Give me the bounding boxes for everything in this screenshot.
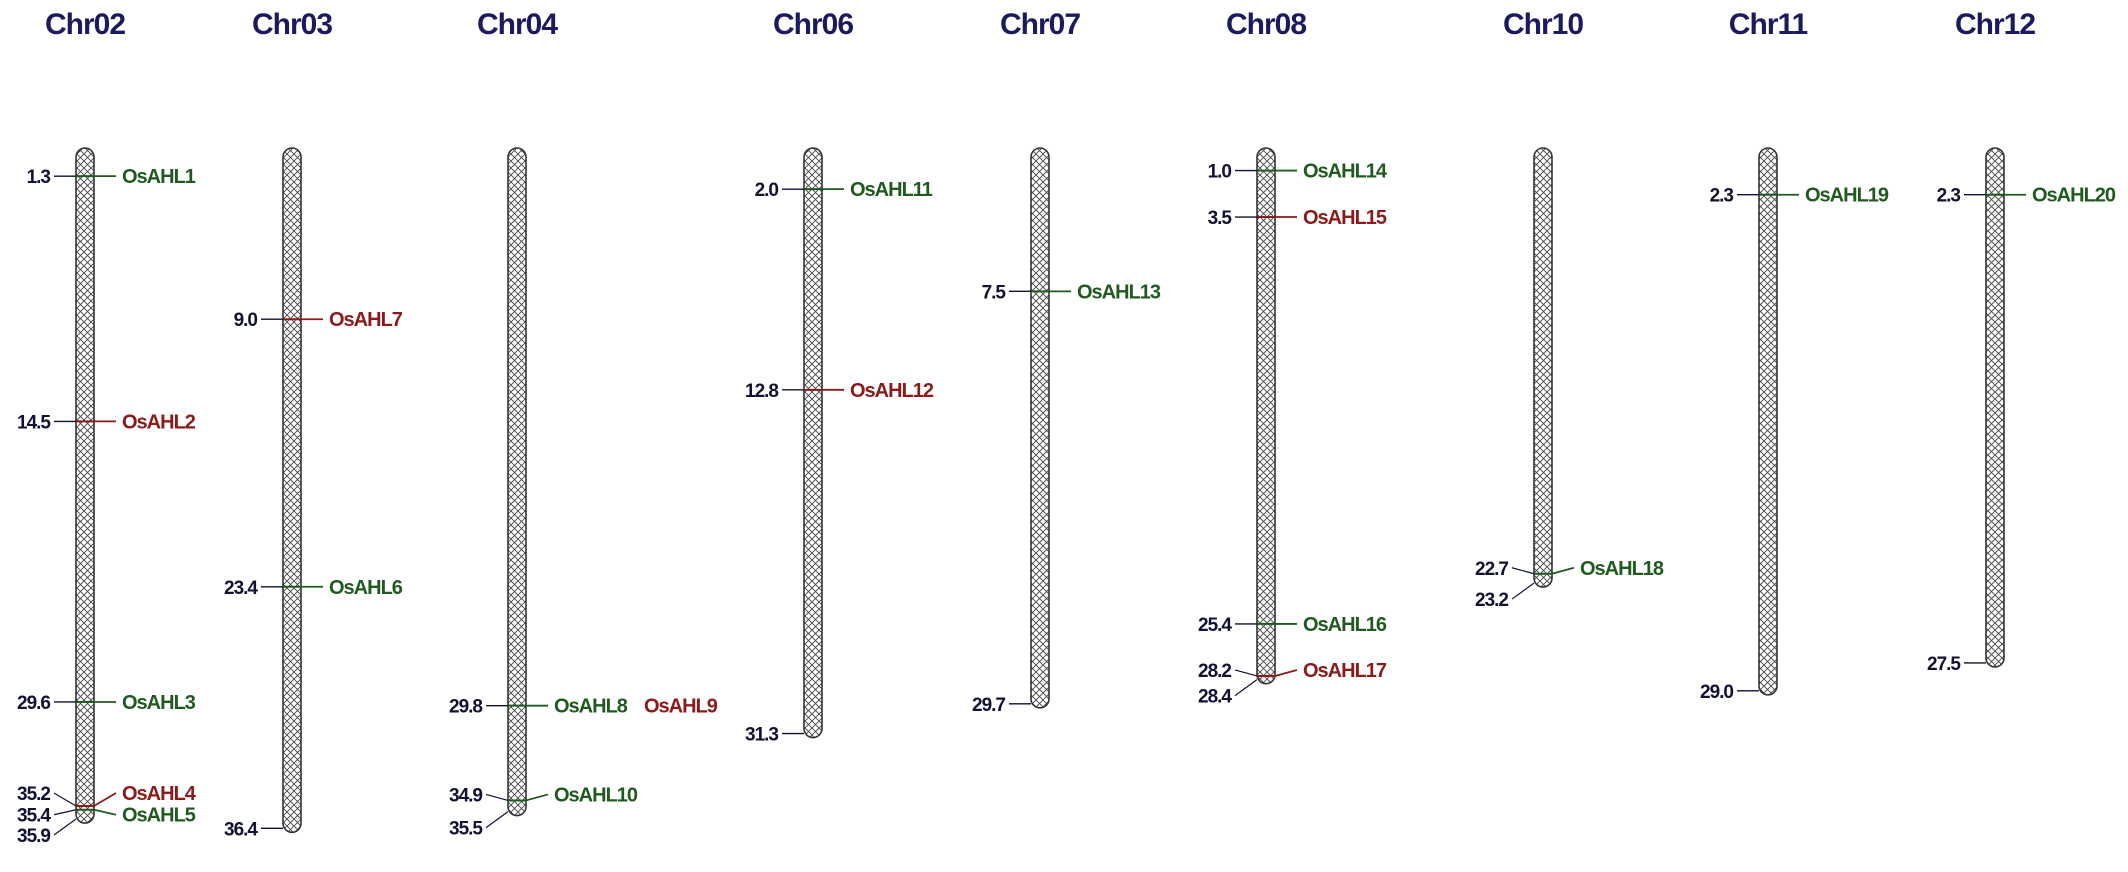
gene-label: OsAHL4 — [122, 783, 197, 805]
chromosome-title: Chr10 — [1503, 8, 1583, 41]
chromosome-bar — [507, 147, 527, 817]
gene-label: OsAHL9 — [644, 696, 718, 718]
gene-label: OsAHL12 — [850, 380, 934, 402]
chromosome-length-label: 28.4 — [1198, 687, 1232, 708]
chromosome-length-label: 35.9 — [17, 826, 50, 847]
chromosome-chr07: Chr07 29.7 7.5 OsAHL13 — [972, 8, 1162, 716]
length-tick — [485, 811, 509, 829]
gene-leader — [1274, 669, 1298, 677]
length-tick — [1234, 679, 1258, 697]
position-label: 9.0 — [234, 310, 258, 331]
chromosome-chr06: Chr06 31.3 2.0 OsAHL11 12.8 OsAHL12 — [745, 8, 935, 746]
position-tick — [53, 792, 77, 807]
chromosome-title: Chr02 — [45, 8, 125, 41]
chromosome-chr03: Chr03 36.4 9.0 OsAHL7 23.4 OsAHL6 — [224, 8, 404, 840]
chromosome-length-label: 29.7 — [972, 695, 1005, 716]
chromosome-bar — [75, 147, 95, 824]
chromosome-length-label: 35.5 — [449, 819, 483, 840]
position-label: 3.5 — [1208, 208, 1233, 229]
gene-label: OsAHL14 — [1303, 161, 1388, 183]
gene-label: OsAHL15 — [1303, 207, 1387, 229]
chromosome-title: Chr04 — [477, 8, 558, 41]
position-tick — [485, 793, 509, 802]
position-label: 2.3 — [1937, 186, 1961, 207]
position-label: 35.2 — [17, 784, 50, 805]
chromosome-length-label: 36.4 — [224, 819, 258, 840]
position-tick — [53, 809, 77, 816]
chromosome-length-label: 27.5 — [1927, 654, 1961, 675]
chromosome-title: Chr12 — [1955, 8, 2035, 41]
chromosome-title: Chr06 — [773, 8, 853, 41]
chromosome-chr08: Chr08 28.4 1.0 OsAHL14 3.5 OsAHL15 25.4 OsAHL16… — [1198, 8, 1389, 708]
chromosome-chr11: Chr11 29.0 2.3 OsAHL19 — [1700, 8, 1890, 703]
chromosome-title: Chr03 — [252, 8, 332, 41]
position-label: 25.4 — [1198, 615, 1232, 636]
length-tick — [53, 818, 77, 836]
gene-label: OsAHL16 — [1303, 614, 1387, 636]
chromosomes-layer: Chr02 35.9 1.3 OsAHL1 14.5 OsAHL2 29.6 OsAHL3 35… — [17, 8, 2117, 847]
chromosome-length-label: 23.2 — [1475, 590, 1508, 611]
chromosome-chr12: Chr12 27.5 2.3 OsAHL20 — [1927, 8, 2117, 675]
position-tick — [1511, 567, 1535, 575]
gene-label: OsAHL2 — [122, 411, 196, 433]
gene-label: OsAHL10 — [554, 784, 638, 806]
chromosome-bar — [1985, 147, 2005, 668]
chromosome-bar — [282, 147, 302, 834]
gene-leader — [1551, 566, 1575, 575]
position-label: 2.3 — [1710, 186, 1734, 207]
chromosome-title: Chr11 — [1729, 8, 1808, 41]
position-label: 23.4 — [224, 578, 258, 599]
gene-label: OsAHL1 — [122, 166, 196, 188]
position-label: 2.0 — [755, 180, 779, 201]
position-label: 22.7 — [1475, 559, 1508, 580]
position-label: 14.5 — [17, 412, 51, 433]
gene-leader — [93, 808, 117, 816]
gene-label: OsAHL19 — [1805, 185, 1889, 207]
chromosome-bar — [803, 147, 823, 739]
chromosome-bar — [1256, 147, 1276, 685]
chromosome-title: Chr08 — [1226, 8, 1306, 41]
chromosome-bar — [1758, 147, 1778, 696]
gene-label: OsAHL7 — [329, 309, 403, 331]
position-label: 35.4 — [17, 806, 51, 827]
chromosome-bar — [1030, 147, 1050, 709]
chromosome-chr10: Chr10 23.2 22.7 OsAHL18 — [1475, 8, 1665, 611]
gene-label: OsAHL3 — [122, 692, 196, 714]
length-tick — [1511, 582, 1535, 600]
chromosome-chr02: Chr02 35.9 1.3 OsAHL1 14.5 OsAHL2 29.6 OsAHL3 35… — [17, 8, 198, 847]
position-label: 29.8 — [449, 697, 482, 718]
gene-label: OsAHL6 — [329, 577, 403, 599]
gene-label: OsAHL8 — [554, 696, 628, 718]
gene-label: OsAHL5 — [122, 805, 196, 827]
chromosome-length-label: 31.3 — [745, 725, 778, 746]
position-label: 29.6 — [17, 693, 50, 714]
position-label: 12.8 — [745, 381, 778, 402]
chromosome-title: Chr07 — [1000, 8, 1080, 41]
position-label: 34.9 — [449, 785, 482, 806]
chromosome-bar — [1533, 147, 1553, 588]
gene-label: OsAHL17 — [1303, 660, 1387, 682]
position-label: 1.3 — [27, 167, 51, 188]
gene-leader — [525, 793, 549, 802]
position-label: 7.5 — [982, 282, 1007, 303]
gene-leader — [93, 792, 117, 807]
chromosome-chr04: Chr04 35.5 29.8 OsAHL8 OsAHL9 34.9 OsAHL10 — [449, 8, 719, 840]
chromosome-length-label: 29.0 — [1700, 682, 1733, 703]
gene-label: OsAHL18 — [1580, 558, 1664, 580]
gene-label: OsAHL11 — [850, 179, 933, 201]
gene-label: OsAHL13 — [1077, 281, 1161, 303]
gene-label: OsAHL20 — [2032, 185, 2116, 207]
position-label: 1.0 — [1208, 162, 1232, 183]
position-label: 28.2 — [1198, 661, 1231, 682]
position-tick — [1234, 669, 1258, 677]
